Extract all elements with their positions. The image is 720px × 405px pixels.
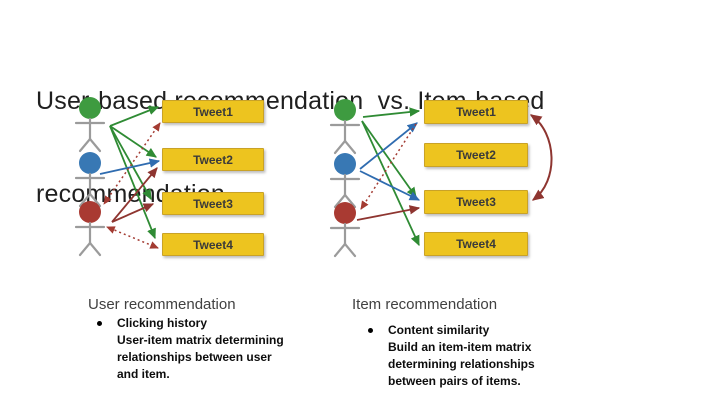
item-recommendation-bullet: Content similarity Build an item-item ma… (368, 322, 568, 390)
bullet-line: and item. (117, 367, 170, 381)
tweet-box-right-4: Tweet4 (424, 232, 528, 256)
tweet-box-left-4: Tweet4 (162, 233, 264, 256)
tweet-box-left-2: Tweet2 (162, 148, 264, 171)
bullet-icon (97, 321, 102, 326)
user-recommendation-text: Clicking history User-item matrix determ… (117, 315, 284, 383)
bullet-line: determining relationships (388, 357, 535, 371)
user-recommendation-bullet: Clicking history User-item matrix determ… (97, 315, 312, 383)
tweet-box-right-2: Tweet2 (424, 143, 528, 167)
bullet-line: Clicking history (117, 316, 208, 330)
tweet-box-left-1: Tweet1 (162, 100, 264, 123)
bullet-line: between pairs of items. (388, 374, 521, 388)
bullet-icon (368, 328, 373, 333)
item-recommendation-text: Content similarity Build an item-item ma… (388, 322, 535, 390)
bullet-line: relationships between user (117, 350, 272, 364)
page-title: User-based recommendation vs. Item-based… (36, 24, 656, 272)
bullet-line: Content similarity (388, 323, 490, 337)
bullet-line: User-item matrix determining (117, 333, 284, 347)
bullet-line: Build an item-item matrix (388, 340, 532, 354)
tweet-box-right-1: Tweet1 (424, 100, 528, 124)
tweet-box-right-3: Tweet3 (424, 190, 528, 214)
user-recommendation-caption: User recommendation (88, 296, 236, 313)
page-title-line-1: User-based recommendation vs. Item-based (36, 87, 545, 115)
page-title-line-2: recommendation (36, 180, 226, 208)
item-recommendation-caption: Item recommendation (352, 296, 498, 313)
tweet-box-left-3: Tweet3 (162, 192, 264, 215)
